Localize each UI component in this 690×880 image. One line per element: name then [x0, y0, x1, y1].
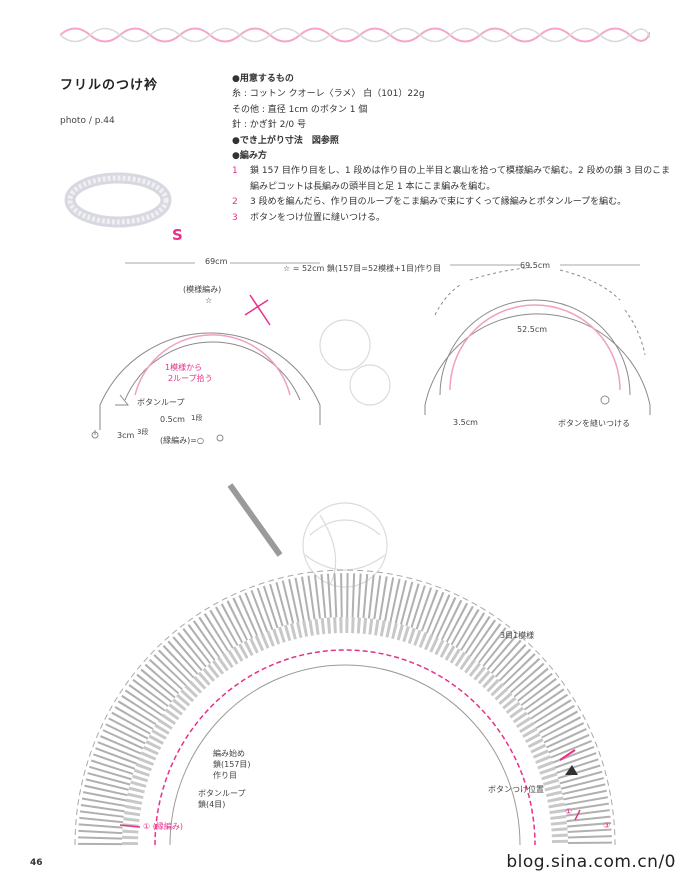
- materials-heading: ●用意するもの: [232, 74, 294, 84]
- blog-watermark: blog.sina.com.cn/0: [506, 852, 676, 872]
- third-row-pattern-label: 3目1模様: [500, 631, 535, 640]
- loop-label-2: 鎖(4目): [198, 800, 226, 809]
- start-label-2: 鎖(157目): [213, 760, 251, 769]
- crochet-diagram: 69cm ☆ = 52cm 鎖(157目=52模様+1目)作り目 (模様編み) …: [0, 255, 690, 855]
- edging-note: (縁編み)=○: [160, 436, 204, 445]
- pattern-title: フリルのつけ衿: [60, 78, 159, 93]
- finished-size: ●でき上がり寸法 図参照: [232, 135, 339, 146]
- pick-note-1: 1模様から: [165, 363, 203, 372]
- decorative-border: [60, 27, 650, 43]
- button-sew-label: ボタンを縫いつける: [558, 419, 630, 428]
- step-text: 鎖 157 目作り目をし、1 段めは作り目の上半目と裏山を拾って模様編みで編む。…: [250, 166, 671, 192]
- row-1-label: 1段: [191, 414, 203, 422]
- diagram-drawing: [74, 262, 651, 846]
- step-number: 1: [232, 166, 238, 177]
- mark-3: ③: [603, 821, 611, 830]
- dim-0-5cm: 0.5cm: [160, 415, 185, 424]
- dim-3cm: 3cm: [117, 431, 135, 440]
- star-mark: ☆: [205, 296, 213, 305]
- method-heading: ●編み方: [232, 151, 267, 162]
- yarn-ball-watermark: [302, 319, 391, 588]
- button-loop-label: ボタンループ: [137, 398, 185, 407]
- size-letter-mark: S: [172, 226, 183, 244]
- main-stitch-arc: [74, 483, 616, 846]
- button-position-label: ボタンつけ位置: [488, 785, 544, 794]
- mark-1: ①: [565, 807, 573, 816]
- needle-spec: 針 : かぎ針 2/0 号: [232, 120, 306, 131]
- right-dim-label: 3.5cm: [453, 418, 478, 427]
- start-label-1: 編み始め: [213, 749, 245, 758]
- step-2: 2 3 段めを編んだら、作り目のループをこま編みで束にすくって縁編みとボタンルー…: [232, 195, 672, 210]
- step-number: 3: [232, 212, 238, 223]
- edge-label: ① (縁編み): [143, 822, 183, 831]
- step-text: ボタンをつけ位置に縫いつける。: [250, 212, 386, 223]
- right-schematic: [424, 266, 651, 415]
- right-inner-label: 52.5cm: [517, 325, 548, 334]
- pick-note-2: 2ループ拾う: [168, 374, 213, 383]
- left-width-label: 69cm: [205, 257, 228, 266]
- star-note: ☆ = 52cm 鎖(157目=52模様+1目)作り目: [283, 264, 442, 273]
- left-schematic: [91, 294, 321, 442]
- main-arc-markers: [119, 749, 581, 828]
- step-3: 3 ボタンをつけ位置に縫いつける。: [232, 211, 672, 226]
- photo-reference: photo / p.44: [60, 116, 115, 126]
- row-3-label: 3段: [137, 428, 149, 436]
- step-text: 3 段めを編んだら、作り目のループをこま編みで束にすくって縁編みとボタンループを…: [250, 197, 627, 208]
- pattern-stitch-label: (模様編み): [183, 285, 222, 294]
- step-1: 1 鎖 157 目作り目をし、1 段めは作り目の上半目と裏山を拾って模様編みで編…: [232, 164, 672, 195]
- materials-section: ●用意するもの 糸 : コットン クオーレ〈ラメ〉 白（101）22g その他 …: [232, 72, 672, 226]
- loop-label-1: ボタンループ: [198, 789, 246, 798]
- step-number: 2: [232, 197, 238, 208]
- page-number: 46: [30, 858, 43, 868]
- yarn-spec: 糸 : コットン クオーレ〈ラメ〉 白（101）22g: [232, 89, 425, 100]
- right-width-label: 69.5cm: [520, 261, 551, 270]
- other-materials: その他 : 直径 1cm のボタン 1 個: [232, 104, 368, 115]
- collar-photo: [64, 172, 172, 228]
- start-label-3: 作り目: [213, 771, 237, 780]
